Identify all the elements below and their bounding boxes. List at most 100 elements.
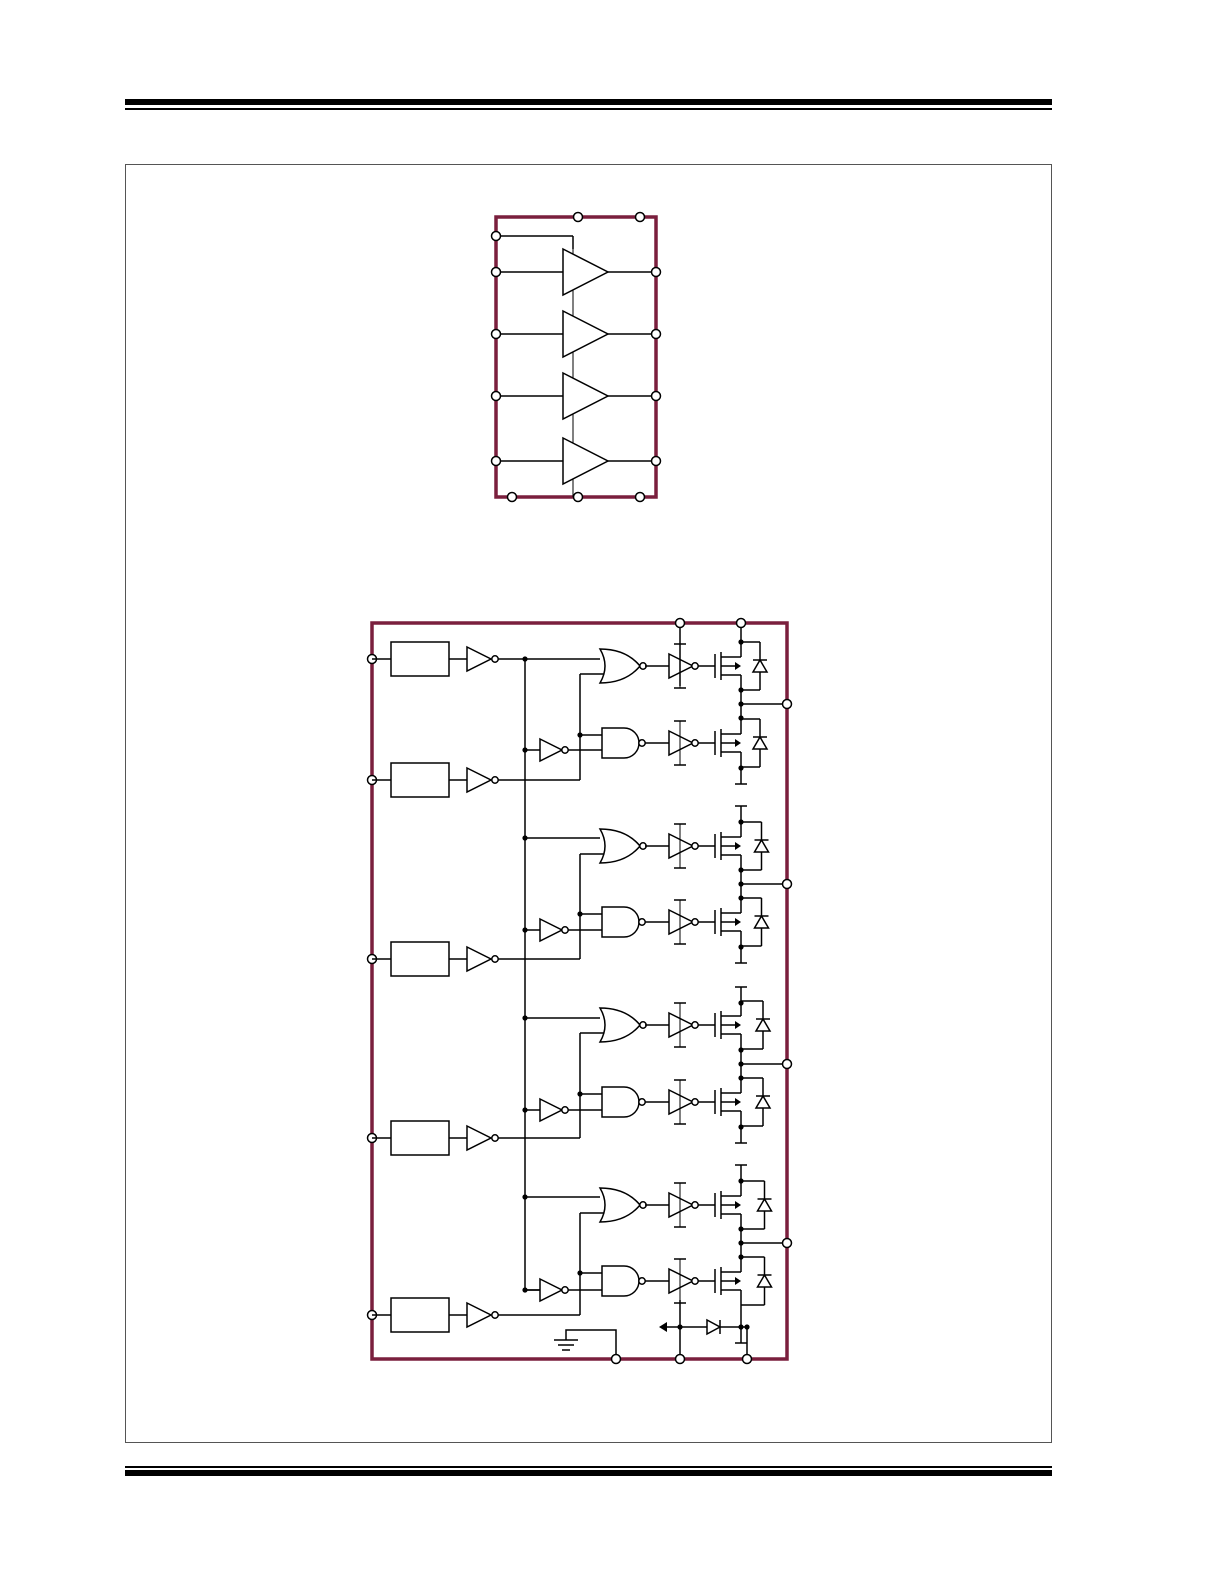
junction-dot (738, 1047, 744, 1053)
input-pin (490, 328, 502, 340)
top-pin (674, 617, 686, 629)
and-gate-icon (601, 1086, 640, 1118)
figure-frame (125, 164, 1052, 1443)
inversion-bubble (638, 739, 646, 747)
output-pin (650, 455, 662, 467)
bottom-pin (572, 491, 584, 503)
output-pin (650, 266, 662, 278)
input-pin (490, 266, 502, 278)
inversion-bubble (491, 776, 499, 784)
buffer-triangle-icon (466, 766, 493, 794)
inversion-bubble (561, 746, 569, 754)
junction-dot (738, 895, 744, 901)
input-pin (490, 455, 502, 467)
junction-dot (738, 1254, 744, 1260)
junction-dot (738, 1226, 744, 1232)
high-side-mosfet-icon-arrow (735, 842, 741, 850)
input-block-icon (390, 941, 450, 977)
inversion-bubble (691, 1021, 699, 1029)
inversion-bubble (691, 1098, 699, 1106)
buffer-triangle-icon (466, 1301, 493, 1329)
junction-dot (738, 867, 744, 873)
gate-driver-icon (668, 908, 695, 936)
buffer-triangle-icon (562, 309, 610, 359)
header-rule-thin (125, 108, 1052, 110)
buffer-triangle-icon (562, 371, 610, 421)
diode-icon (751, 658, 769, 673)
inversion-bubble (691, 662, 699, 670)
diode-icon (751, 735, 769, 750)
buffer-triangle-icon (562, 436, 610, 486)
or-gate-icon (598, 1007, 641, 1043)
or-gate-icon (598, 828, 641, 864)
bottom-pin (674, 1353, 686, 1365)
inverter-icon (539, 737, 564, 763)
gate-driver-icon (668, 1191, 695, 1219)
inversion-bubble (561, 1106, 569, 1114)
inverter-icon (539, 1277, 564, 1303)
output-pin (781, 878, 793, 890)
inversion-bubble (691, 1201, 699, 1209)
driver-block-diagram (366, 617, 793, 1365)
inversion-bubble (561, 926, 569, 934)
bottom-pin (506, 491, 518, 503)
and-gate-icon (601, 727, 640, 759)
junction-dot (738, 1075, 744, 1081)
low-side-mosfet-icon-arrow (735, 739, 741, 747)
input-block-icon (390, 762, 450, 798)
inversion-bubble (491, 955, 499, 963)
output-pin (650, 390, 662, 402)
input-block-icon (390, 641, 450, 677)
output-pin (781, 1058, 793, 1070)
low-side-mosfet-icon-arrow (735, 1277, 741, 1285)
buffer-triangle-icon (466, 1124, 493, 1152)
output-pin (781, 698, 793, 710)
low-side-mosfet-icon-arrow (735, 1098, 741, 1106)
gate-driver-icon (668, 832, 695, 860)
top-pin (572, 211, 584, 223)
inversion-bubble (638, 1098, 646, 1106)
diode-icon (753, 838, 770, 853)
input-block-icon (390, 1120, 450, 1156)
or-gate-icon (598, 1187, 641, 1223)
gate-driver-icon (668, 729, 695, 757)
gate-driver-icon (668, 1088, 695, 1116)
input-block-icon (390, 1297, 450, 1333)
gate-driver-icon (668, 652, 695, 680)
buffer-triangle-icon (466, 945, 493, 973)
high-side-mosfet-icon-arrow (735, 1201, 741, 1209)
inversion-bubble (691, 918, 699, 926)
diode-icon (754, 1094, 772, 1109)
inversion-bubble (691, 1277, 699, 1285)
bottom-pin (741, 1353, 753, 1365)
inverter-icon (539, 917, 564, 943)
inversion-bubble (638, 918, 646, 926)
diode-icon (756, 1197, 773, 1212)
diode-icon (753, 914, 770, 929)
inversion-bubble (491, 1311, 499, 1319)
bottom-pin (634, 491, 646, 503)
diode-icon (756, 1273, 773, 1288)
output-pin (781, 1237, 793, 1249)
buffer-triangle-icon (562, 247, 610, 297)
inversion-bubble (491, 1134, 499, 1142)
inversion-bubble (491, 655, 499, 663)
inversion-bubble (638, 1277, 646, 1285)
enable-pin (490, 230, 502, 242)
buffer-triangle-icon (466, 645, 493, 673)
buffer-block-diagram (490, 211, 662, 503)
high-side-mosfet-icon-arrow (735, 1021, 741, 1029)
or-gate-icon (598, 648, 641, 684)
input-pin (490, 390, 502, 402)
footer-rule-thick (125, 1470, 1052, 1476)
gate-driver-icon (668, 1267, 695, 1295)
inversion-bubble (691, 739, 699, 747)
low-side-mosfet-icon-arrow (735, 918, 741, 926)
junction-dot (738, 715, 744, 721)
top-pin (634, 211, 646, 223)
gate-driver-icon (668, 1011, 695, 1039)
diode-icon (754, 1017, 772, 1032)
high-side-mosfet-icon-arrow (735, 662, 741, 670)
inverter-icon (539, 1097, 564, 1123)
